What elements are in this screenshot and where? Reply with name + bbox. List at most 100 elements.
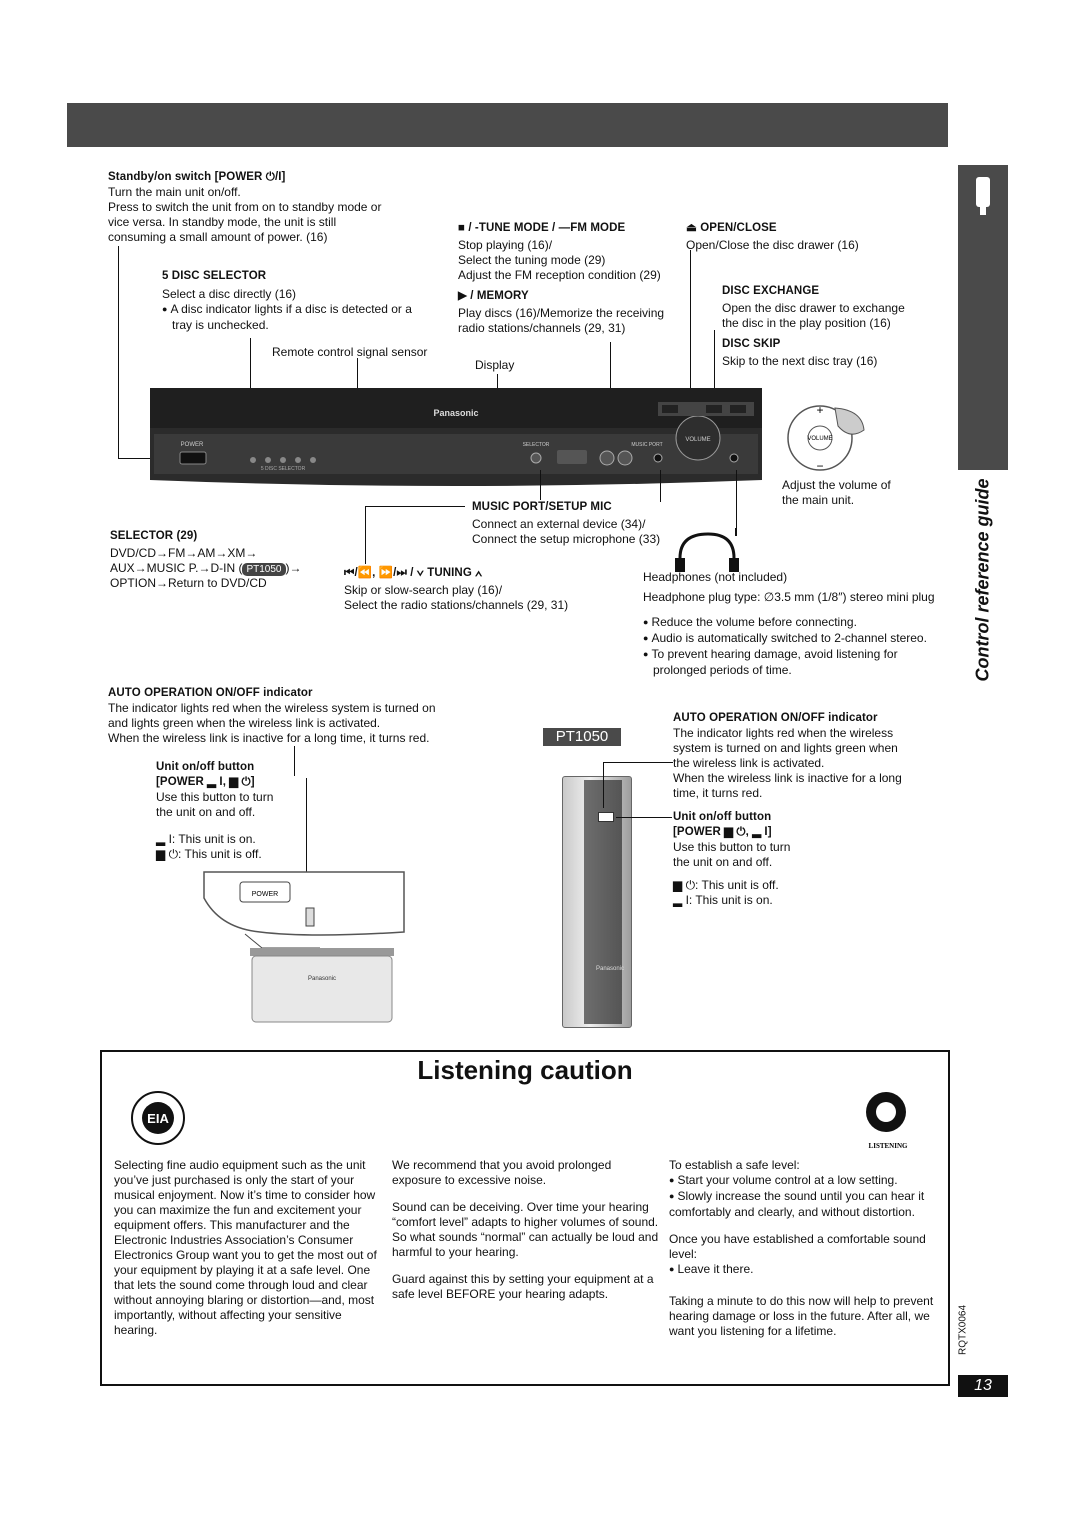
tuning-title: ⏮/⏪, ⏩/⏭ / ∨ TUNING ∧ (344, 567, 483, 579)
remote-sensor-label: Remote control signal sensor (272, 345, 428, 359)
unit-left-title: Unit on/off button (156, 761, 255, 773)
unit-right-title: [POWER ▆ ⏻, ▂ I] (673, 826, 772, 838)
display-label: Display (475, 358, 515, 372)
headphones-bullet: To prevent hearing damage, avoid listeni… (643, 647, 943, 663)
disc-exchange-button[interactable] (706, 405, 722, 413)
caution-column-1: Selecting fine audio equipment such as t… (114, 1158, 382, 1350)
memory-line: Play discs (16)/Memorize the receiving (458, 306, 665, 320)
volume-knob-label: VOLUME (685, 437, 710, 443)
tuning-line: Select the radio stations/channels (29, … (344, 598, 569, 612)
eia-logo: EIA (131, 1091, 185, 1145)
power-button-label: POWER (252, 891, 278, 898)
svg-text:LISTENING: LISTENING (869, 1142, 908, 1150)
disc-indicator-5 (310, 457, 316, 463)
caution-title: Listening caution (417, 1055, 633, 1085)
unit-right-line: the unit on and off. (673, 855, 773, 869)
auto-right-title: AUTO OPERATION ON/OFF indicator (673, 712, 878, 724)
leader-line (603, 762, 604, 808)
power-switch[interactable] (179, 451, 207, 465)
disc-indicator-1 (250, 457, 256, 463)
play-button[interactable] (617, 450, 633, 466)
auto-right-line: system is turned on and lights green whe… (673, 741, 898, 755)
model-pill: PT1050 (242, 563, 286, 576)
volume-knob-illustration: VOLUME + − (787, 403, 865, 473)
leader-line (365, 506, 366, 564)
disc-selector-block: 5 DISC SELECTOR Select a disc directly (… (162, 269, 442, 333)
subwoofer-brand: Panasonic (595, 966, 625, 972)
subwoofer-power-button[interactable] (598, 812, 614, 822)
unit-right-off: ▆ ⏻: This unit is off. (673, 878, 779, 892)
headphones-line: prolonged periods of time. (653, 663, 792, 677)
leader-line (603, 762, 673, 763)
caution-intro: To establish a safe level: (669, 1158, 800, 1172)
music-port-block: MUSIC PORT/SETUP MIC Connect an external… (472, 500, 702, 547)
headphones-block: Headphones (not included) Headphone plug… (643, 570, 943, 678)
disc-selector-bullet: A disc indicator lights if a disc is det… (162, 302, 442, 318)
leader-line (118, 458, 178, 459)
selector-panel-label: SELECTOR (523, 442, 550, 448)
selector-button[interactable] (530, 452, 542, 464)
listening-logo: LISTENING (866, 1092, 908, 1150)
standby-line: Turn the main unit on/off. (108, 185, 241, 199)
disc-skip-title: DISC SKIP (722, 338, 781, 350)
brand-logo: Panasonic (433, 408, 478, 418)
power-button[interactable] (305, 907, 315, 927)
unit-left-title: [POWER ▂ I, ▆ ⏻] (156, 776, 255, 788)
volume-line: the main unit. (782, 493, 855, 507)
hand-icon (834, 407, 865, 435)
tune-mode-line: Select the tuning mode (29) (458, 253, 606, 267)
disc-skip-line: Skip to the next disc tray (16) (722, 354, 878, 368)
leader-line (294, 746, 295, 776)
open-close-block: ⏏ OPEN/CLOSE Open/Close the disc drawer … (686, 221, 926, 253)
svg-text:−: − (816, 459, 823, 473)
document-code: RQTX0064 (957, 1304, 969, 1356)
unit-left-line: Use this button to turn (156, 790, 274, 804)
unit-left-on: ▂ I: This unit is on. (156, 832, 256, 846)
leader-line (714, 330, 715, 400)
auto-left-line: The indicator lights red when the wirele… (108, 701, 436, 715)
open-close-button[interactable] (662, 405, 678, 413)
standby-line: consuming a small amount of power. (16) (108, 230, 328, 244)
auto-left-line: and lights green when the wireless link … (108, 716, 381, 730)
leader-line (660, 470, 661, 502)
selector-title: SELECTOR (29) (110, 530, 198, 542)
caution-paragraph: Taking a minute to do this now will help… (669, 1294, 934, 1338)
auto-operation-right-block: AUTO OPERATION ON/OFF indicator The indi… (673, 711, 933, 801)
caution-bullet: Slowly increase the sound until you can … (669, 1189, 937, 1220)
volume-line: Adjust the volume of (782, 478, 891, 492)
headphone-jack[interactable] (729, 453, 739, 463)
caution-paragraph: Selecting fine audio equipment such as t… (114, 1158, 377, 1337)
caution-paragraph: Sound can be deceiving. Over time your h… (392, 1200, 659, 1259)
standby-line: vice versa. In standby mode, the unit is… (108, 215, 337, 229)
caution-paragraph: Once you have established a comfortable … (669, 1232, 926, 1261)
music-port-jack[interactable] (653, 453, 663, 463)
disc-skip-button[interactable] (730, 405, 746, 413)
memory-title: ▶ / MEMORY (458, 290, 529, 302)
music-port-line: Connect the setup microphone (33) (472, 532, 661, 546)
unit-left-block: Unit on/off button [POWER ▂ I, ▆ ⏻] Use … (156, 760, 316, 862)
stop-button[interactable] (599, 450, 615, 466)
power-label: POWER (181, 442, 204, 448)
listening-caution-box (100, 1050, 950, 1386)
auto-right-line: time, it turns red. (673, 786, 763, 800)
selector-line: OPTION→Return to DVD/CD (110, 576, 267, 590)
disc-indicators (250, 457, 316, 463)
music-port-title: MUSIC PORT/SETUP MIC (472, 501, 612, 513)
auto-right-line: the wireless link is activated. (673, 756, 825, 770)
headphones-bullet: Reduce the volume before connecting. (643, 615, 943, 631)
leader-line (118, 246, 119, 458)
page-number: 13 (958, 1375, 1008, 1397)
memory-line: radio stations/channels (29, 31) (458, 321, 626, 335)
disc-selector-line: tray is unchecked. (172, 318, 269, 332)
auto-left-title: AUTO OPERATION ON/OFF indicator (108, 687, 313, 699)
caution-paragraph: Guard against this by setting your equip… (392, 1272, 654, 1301)
volume-knob-label: VOLUME (807, 436, 832, 442)
leader-line (736, 470, 737, 536)
unit-right-on: ▂ I: This unit is on. (673, 893, 773, 907)
unit-left-off: ▆ ⏻: This unit is off. (156, 847, 262, 861)
section-header-bar (67, 103, 948, 147)
skip-button[interactable] (557, 450, 587, 464)
receiver-illustration: POWER Panasonic (203, 871, 405, 1023)
receiver-brand: Panasonic (308, 976, 336, 982)
caution-column-2: We recommend that you avoid prolonged ex… (392, 1158, 660, 1314)
